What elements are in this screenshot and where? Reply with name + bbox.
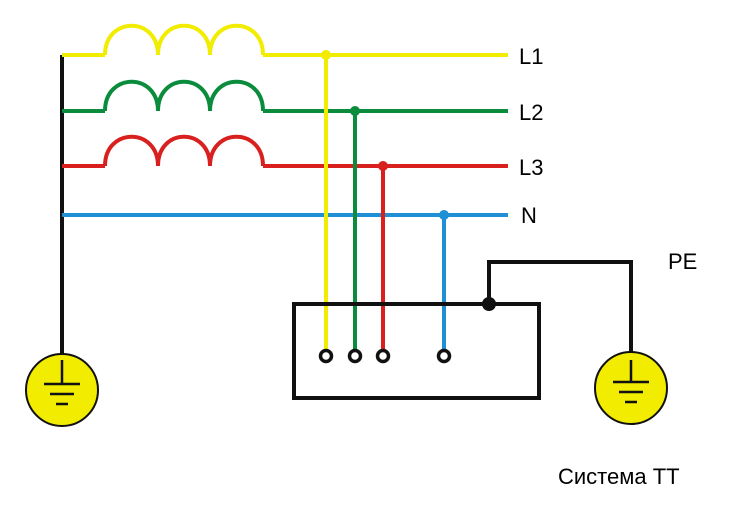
label-n: N <box>521 203 537 228</box>
source-ground-icon <box>25 353 99 427</box>
line-l2 <box>62 79 508 113</box>
junction-l3 <box>378 161 388 171</box>
junction-n <box>439 210 449 220</box>
label-l3: L3 <box>519 155 543 180</box>
junction-l1 <box>321 50 331 60</box>
winding-l1 <box>103 23 265 56</box>
label-l1: L1 <box>519 44 543 69</box>
line-l3 <box>62 134 508 168</box>
consumer-enclosure <box>292 302 541 400</box>
winding-l3 <box>103 134 265 167</box>
label-l2: L2 <box>519 100 543 125</box>
winding-l2 <box>103 79 265 112</box>
junction-l2 <box>350 106 360 116</box>
consumer-ground-icon <box>594 351 668 425</box>
diagram-caption: Система TT <box>558 464 680 489</box>
terminal-l3 <box>375 348 391 364</box>
pe-conductor <box>487 260 633 360</box>
terminal-l2 <box>347 348 363 364</box>
terminal-n <box>436 348 452 364</box>
label-pe: PE <box>668 249 697 274</box>
terminal-l1 <box>318 348 334 364</box>
pe-junction <box>482 297 496 311</box>
line-l1 <box>62 23 508 57</box>
